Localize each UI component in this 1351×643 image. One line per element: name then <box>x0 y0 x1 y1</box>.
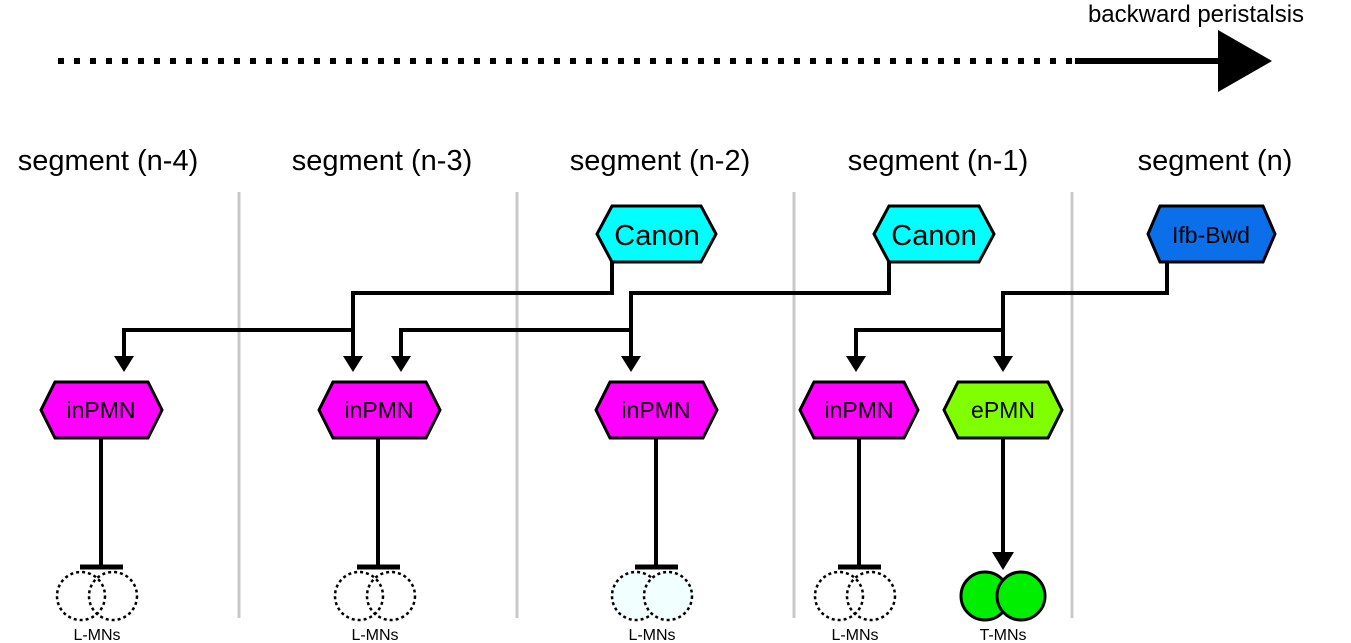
node-label: ePMN <box>971 397 1035 423</box>
node-label: Ifb-Bwd <box>1172 222 1250 248</box>
mn-label: L-MNs <box>831 627 878 643</box>
node-epmn: ePMN <box>942 380 1064 440</box>
node-label: Canon <box>614 220 699 252</box>
node-label: inPMN <box>621 397 690 423</box>
mn-label: T-MNs <box>979 627 1026 643</box>
motor-neurons-l-4: L-MNs <box>813 570 897 643</box>
motor-neurons-l-1: L-MNs <box>55 570 139 643</box>
arrow-head-icon <box>621 356 641 372</box>
segment-dividers <box>237 192 1074 618</box>
node-inpmn-1: inPMN <box>39 380 164 440</box>
direction-label: backward peristalsis <box>1088 1 1304 28</box>
mn-label: L-MNs <box>628 627 675 643</box>
mn-label: L-MNs <box>73 627 120 643</box>
node-inpmn-3: inPMN <box>594 380 719 440</box>
arrow-head-icon <box>114 356 134 372</box>
direction-arrow <box>58 30 1272 92</box>
motor-neurons-l-2: L-MNs <box>333 570 417 643</box>
arrow-head-icon <box>993 356 1013 372</box>
node-canon-2: Canon <box>872 204 996 264</box>
motor-neurons-l-3: L-MNs <box>610 570 694 643</box>
segment-label-n-3: segment (n-3) <box>292 145 473 177</box>
node-inpmn-4: inPMN <box>798 380 920 440</box>
arrow-head-icon <box>391 356 411 372</box>
segment-label-n-4: segment (n-4) <box>18 145 199 177</box>
motor-neurons-t: T-MNs <box>959 570 1047 643</box>
excitatory-connection <box>992 437 1014 570</box>
segment-label-n-2: segment (n-2) <box>570 145 751 177</box>
arrow-head-icon <box>1218 30 1272 92</box>
node-label: Canon <box>891 220 976 252</box>
node-canon-1: Canon <box>595 204 718 264</box>
inhibitory-connections <box>80 437 881 570</box>
arrow-head-icon <box>343 356 363 372</box>
node-label: inPMN <box>344 397 413 423</box>
mn-label: L-MNs <box>351 627 398 643</box>
connection-canon-2 <box>391 260 891 372</box>
node-label: inPMN <box>66 397 135 423</box>
node-inpmn-2: inPMN <box>317 380 442 440</box>
arrow-head-icon <box>992 552 1014 570</box>
node-ifb-bwd: Ifb-Bwd <box>1146 204 1277 264</box>
connection-ifb-bwd <box>846 260 1169 372</box>
arrow-head-icon <box>846 356 866 372</box>
segment-label-n-1: segment (n-1) <box>848 145 1029 177</box>
node-label: inPMN <box>824 397 893 423</box>
segment-label-n: segment (n) <box>1138 145 1293 177</box>
connection-canon-1 <box>114 260 614 372</box>
